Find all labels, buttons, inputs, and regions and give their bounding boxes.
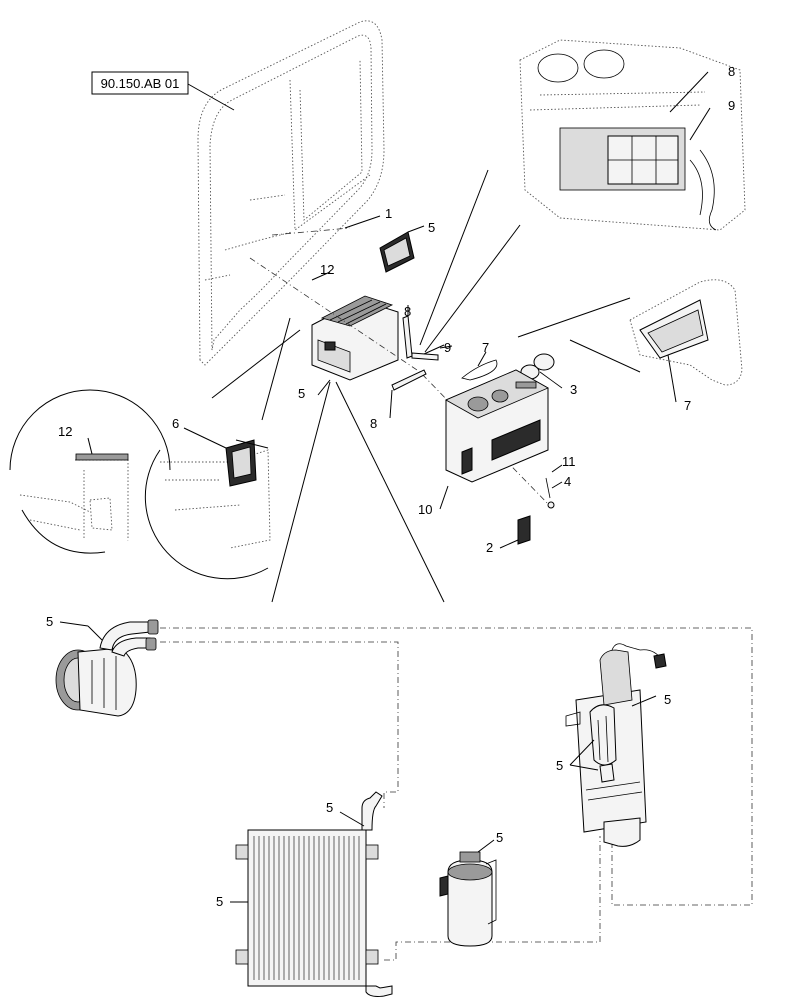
condenser-fins [253,836,360,980]
reference-tag: 90.150.AB 01 [91,71,235,111]
receiver-drier-drawing [439,851,497,947]
callout-9-assembly: 9 [728,98,735,113]
engine-hvac-assembly-drawing [519,39,746,231]
detail-view-6 [144,439,271,580]
callout-5-evaporator-lines: 5 [556,758,563,773]
detail-view-12 [9,389,171,554]
heater-box-drawing [445,369,549,483]
callout-2: 2 [486,540,493,555]
callout-7-spring: 7 [482,340,489,355]
callout-5-evaporator: 5 [664,692,671,707]
condenser-drawing [235,791,393,997]
callout-5-condenser: 5 [216,894,223,909]
callout-4: 4 [564,474,571,489]
reference-tag-text: 90.150.AB 01 [101,76,180,91]
callout-10: 10 [418,502,432,517]
callout-8-assembly: 8 [728,64,735,79]
callout-8-rod-upper: 8 [404,304,411,319]
evaporator-assembly-drawing [565,643,667,847]
filter-element-drawing [379,231,415,273]
callout-5-compressor: 5 [46,614,53,629]
callout-1: 1 [385,206,392,221]
air-duct-drawing [629,279,743,386]
callout-8-rod-lower: 8 [370,416,377,431]
callout-5-condenser-pipe: 5 [326,800,333,815]
cab-frame-drawing [197,20,385,366]
callout-9-hose: 9 [444,340,451,355]
callout-7-duct: 7 [684,398,691,413]
hvac-unit-drawing [311,295,399,381]
compressor-drawing [55,619,159,717]
callout-5-receiver-drier: 5 [496,830,503,845]
callout-11: 11 [562,454,576,469]
callout-12-main: 12 [320,262,334,277]
callout-6: 6 [172,416,179,431]
callout-12-detail: 12 [58,424,72,439]
callout-3: 3 [570,382,577,397]
callout-5-hvac: 5 [298,386,305,401]
callout-5-filter: 5 [428,220,435,235]
